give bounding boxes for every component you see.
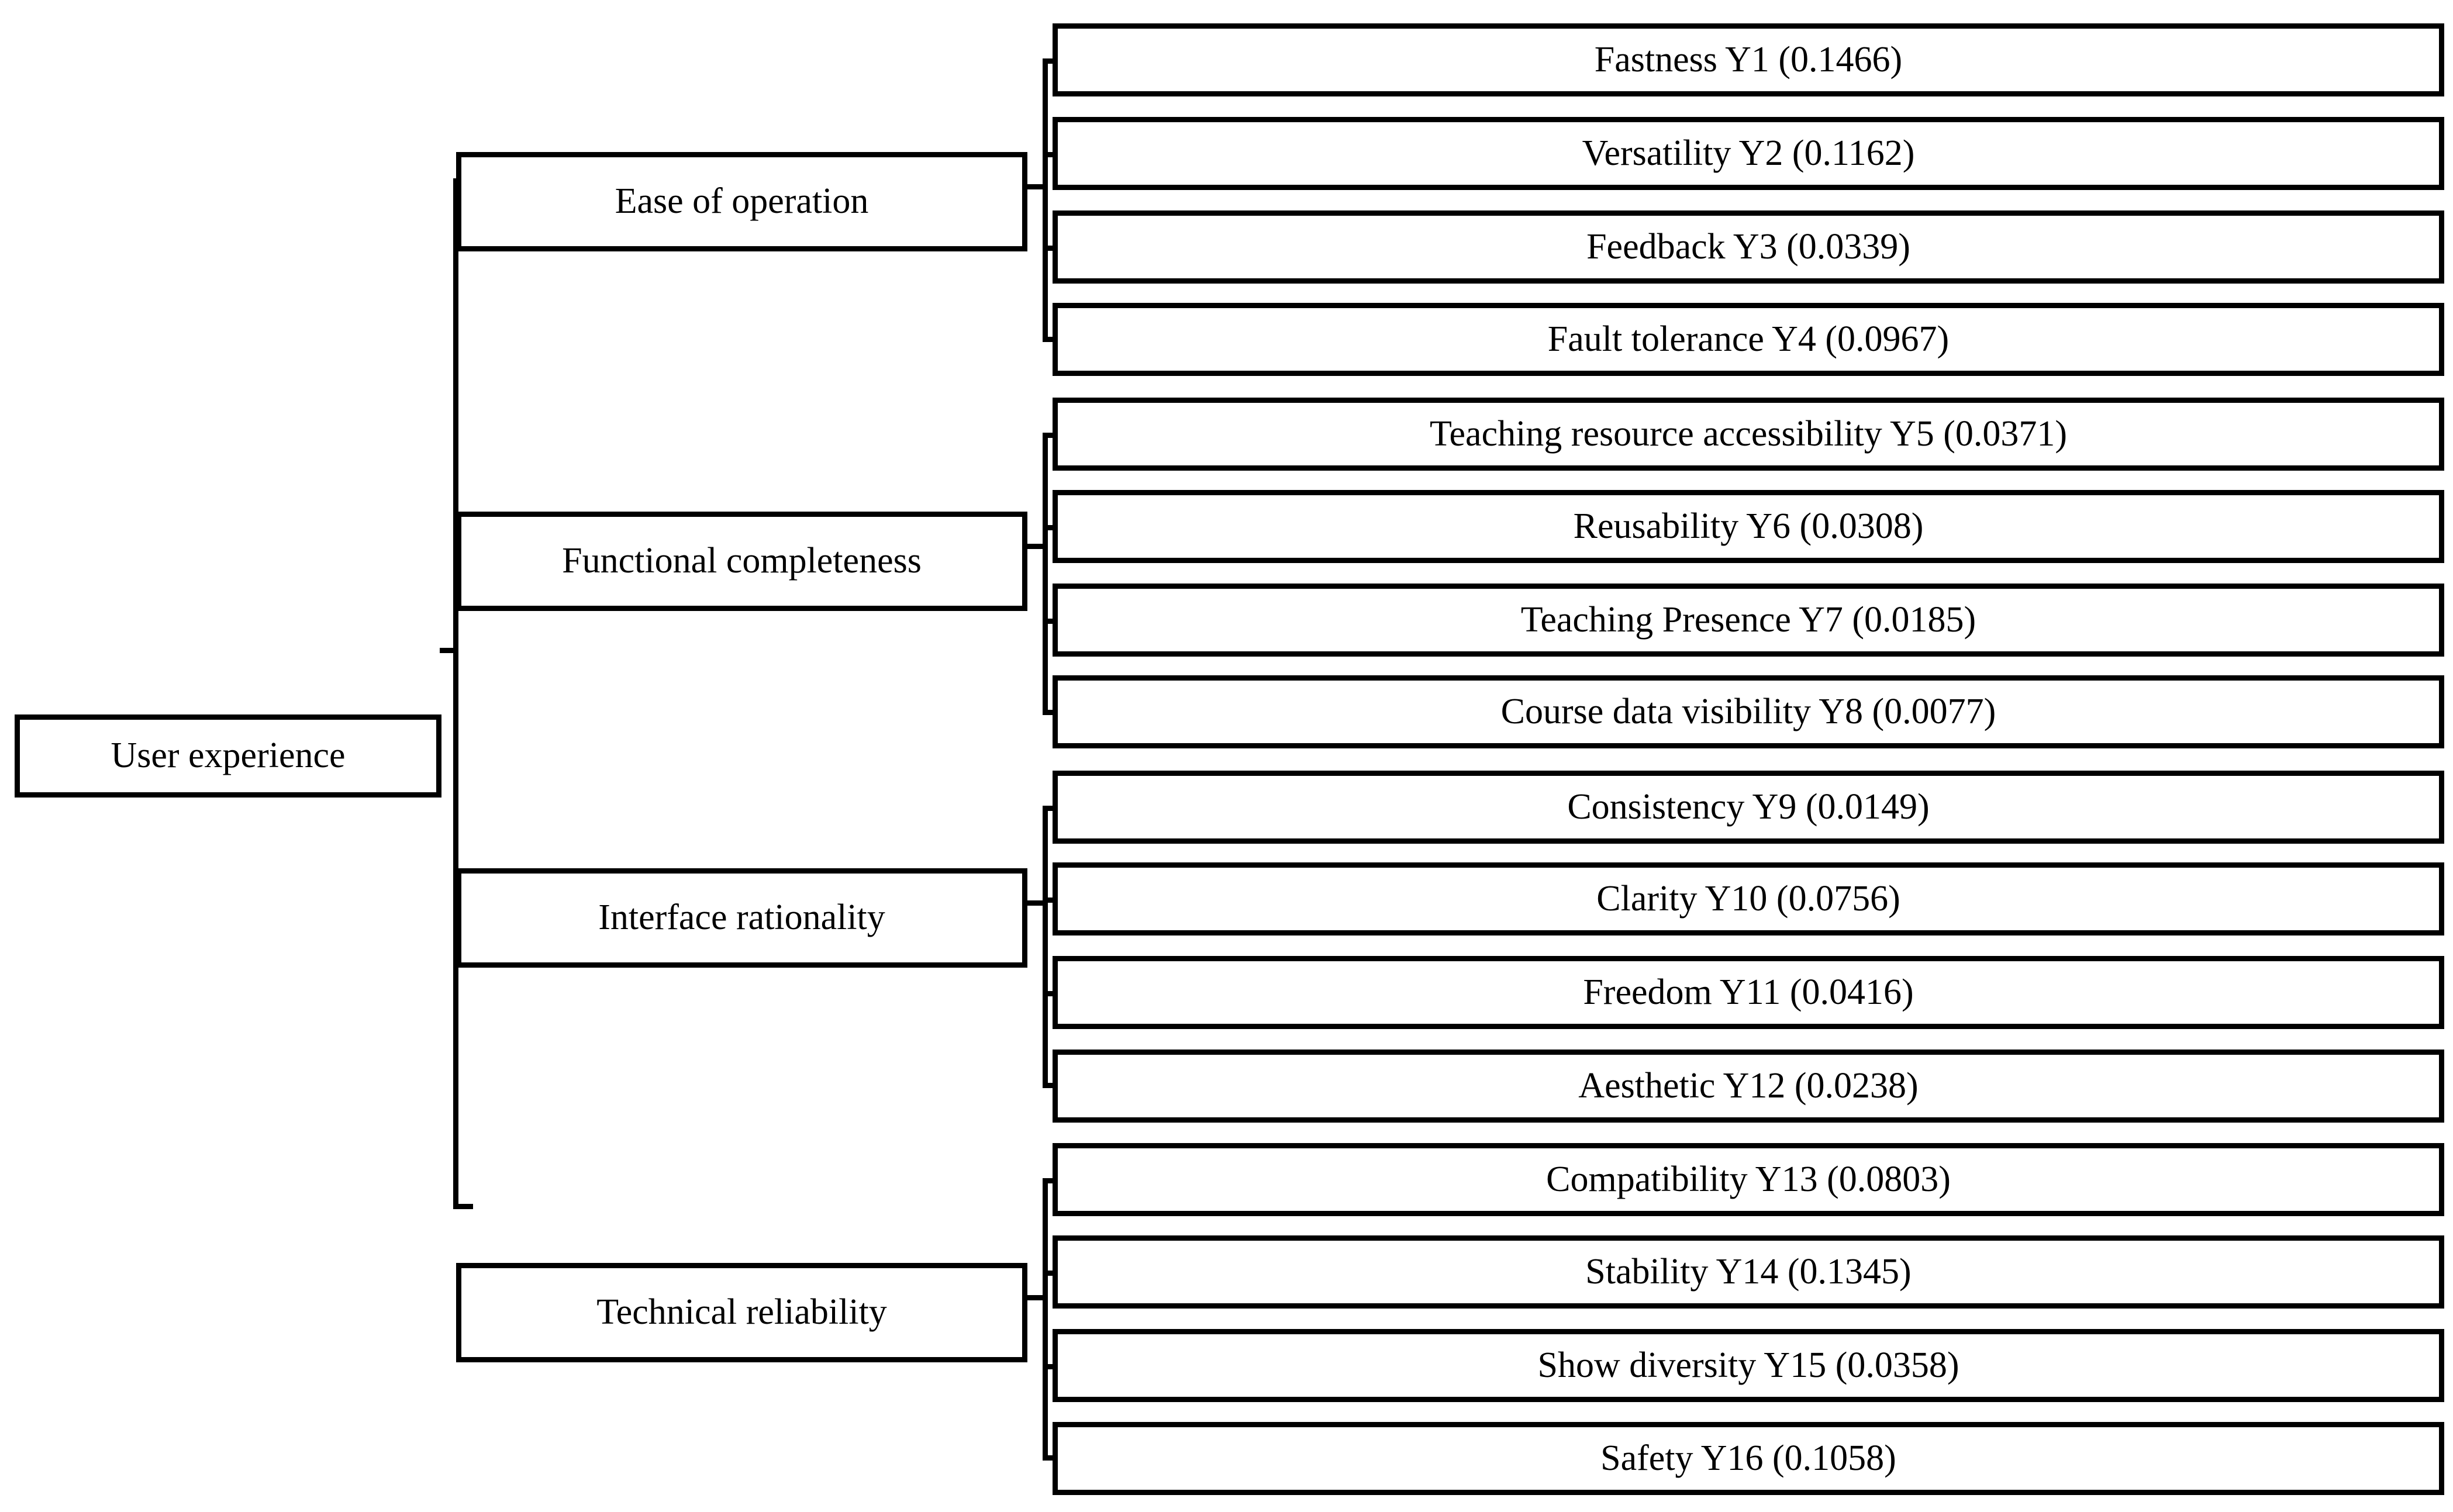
criterion-node-label: Teaching resource accessibility Y5 (0.03… xyxy=(1429,413,2068,454)
leaf-stub-4-1 xyxy=(1043,1178,1058,1183)
leaf-stub-2-1 xyxy=(1043,433,1058,438)
criterion-node-y5[interactable]: Teaching resource accessibility Y5 (0.03… xyxy=(1053,398,2444,471)
leaf-spine-group-1 xyxy=(1043,58,1048,342)
criterion-node-y15[interactable]: Show diversity Y15 (0.0358) xyxy=(1053,1329,2444,1402)
criterion-node-y6[interactable]: Reusability Y6 (0.0308) xyxy=(1053,490,2444,563)
leaf-stub-2-4 xyxy=(1043,710,1058,715)
category-node-label: Ease of operation xyxy=(615,181,869,222)
leaf-stub-3-2 xyxy=(1043,897,1058,903)
criterion-node-label: Teaching Presence Y7 (0.0185) xyxy=(1520,599,1976,640)
category-node-label: Technical reliability xyxy=(596,1292,887,1333)
leaf-stub-1-1 xyxy=(1043,58,1058,64)
leaf-stub-4-3 xyxy=(1043,1364,1058,1369)
criterion-node-y13[interactable]: Compatibility Y13 (0.0803) xyxy=(1053,1143,2444,1216)
leaf-stub-3-1 xyxy=(1043,806,1058,811)
category-node-ease-of-operation[interactable]: Ease of operation xyxy=(456,152,1027,251)
criterion-node-y16[interactable]: Safety Y16 (0.1058) xyxy=(1053,1422,2444,1495)
category-3-out-connector xyxy=(1024,900,1048,906)
category-node-functional-completeness[interactable]: Functional completeness xyxy=(456,512,1027,611)
criterion-node-label: Course data visibility Y8 (0.0077) xyxy=(1500,691,1996,731)
leaf-stub-2-2 xyxy=(1043,525,1058,530)
leaf-stub-4-4 xyxy=(1043,1455,1058,1461)
category-node-label: Functional completeness xyxy=(562,541,922,581)
category-node-interface-rationality[interactable]: Interface rationality xyxy=(456,868,1027,968)
leaf-stub-2-3 xyxy=(1043,619,1058,624)
leaf-spine-group-4 xyxy=(1043,1178,1048,1461)
criterion-node-y1[interactable]: Fastness Y1 (0.1466) xyxy=(1053,23,2444,96)
criterion-node-y3[interactable]: Feedback Y3 (0.0339) xyxy=(1053,210,2444,284)
leaf-spine-group-3 xyxy=(1043,806,1048,1088)
leaf-stub-3-3 xyxy=(1043,991,1058,996)
criterion-node-label: Consistency Y9 (0.0149) xyxy=(1567,786,1930,827)
criterion-node-y10[interactable]: Clarity Y10 (0.0756) xyxy=(1053,862,2444,935)
criterion-node-label: Freedom Y11 (0.0416) xyxy=(1583,972,1914,1012)
root-node-label: User experience xyxy=(111,736,346,776)
criterion-node-label: Show diversity Y15 (0.0358) xyxy=(1537,1345,1959,1385)
leaf-stub-1-4 xyxy=(1043,337,1058,342)
criterion-node-label: Feedback Y3 (0.0339) xyxy=(1586,226,1910,267)
criterion-node-y2[interactable]: Versatility Y2 (0.1162) xyxy=(1053,117,2444,190)
category-2-out-connector xyxy=(1024,544,1048,549)
criterion-node-y9[interactable]: Consistency Y9 (0.0149) xyxy=(1053,771,2444,844)
criterion-node-y8[interactable]: Course data visibility Y8 (0.0077) xyxy=(1053,675,2444,748)
root-to-trunk-connector xyxy=(440,648,458,653)
criterion-node-label: Stability Y14 (0.1345) xyxy=(1585,1251,1912,1292)
category-node-technical-reliability[interactable]: Technical reliability xyxy=(456,1263,1027,1362)
criterion-node-label: Aesthetic Y12 (0.0238) xyxy=(1578,1065,1919,1106)
trunk-stub-category-4 xyxy=(453,1204,473,1209)
criterion-node-y7[interactable]: Teaching Presence Y7 (0.0185) xyxy=(1053,584,2444,657)
criterion-node-label: Fault tolerance Y4 (0.0967) xyxy=(1547,319,1950,359)
criterion-node-label: Compatibility Y13 (0.0803) xyxy=(1546,1159,1951,1199)
category-node-label: Interface rationality xyxy=(598,897,885,938)
leaf-stub-4-2 xyxy=(1043,1271,1058,1276)
leaf-stub-1-2 xyxy=(1043,152,1058,157)
criterion-node-y12[interactable]: Aesthetic Y12 (0.0238) xyxy=(1053,1050,2444,1123)
criterion-node-label: Safety Y16 (0.1058) xyxy=(1600,1438,1896,1478)
criterion-node-y11[interactable]: Freedom Y11 (0.0416) xyxy=(1053,956,2444,1029)
category-1-out-connector xyxy=(1024,184,1048,189)
criterion-node-y4[interactable]: Fault tolerance Y4 (0.0967) xyxy=(1053,303,2444,376)
criterion-node-label: Versatility Y2 (0.1162) xyxy=(1582,133,1915,173)
root-trunk-vertical xyxy=(453,178,458,1209)
leaf-stub-3-4 xyxy=(1043,1083,1058,1088)
category-4-out-connector xyxy=(1024,1295,1048,1300)
root-node-user-experience[interactable]: User experience xyxy=(15,714,441,798)
criterion-node-y14[interactable]: Stability Y14 (0.1345) xyxy=(1053,1235,2444,1309)
criterion-node-label: Reusability Y6 (0.0308) xyxy=(1573,506,1924,546)
criterion-node-label: Fastness Y1 (0.1466) xyxy=(1594,39,1903,80)
criterion-node-label: Clarity Y10 (0.0756) xyxy=(1596,878,1900,919)
leaf-stub-1-3 xyxy=(1043,246,1058,251)
leaf-spine-group-2 xyxy=(1043,433,1048,715)
